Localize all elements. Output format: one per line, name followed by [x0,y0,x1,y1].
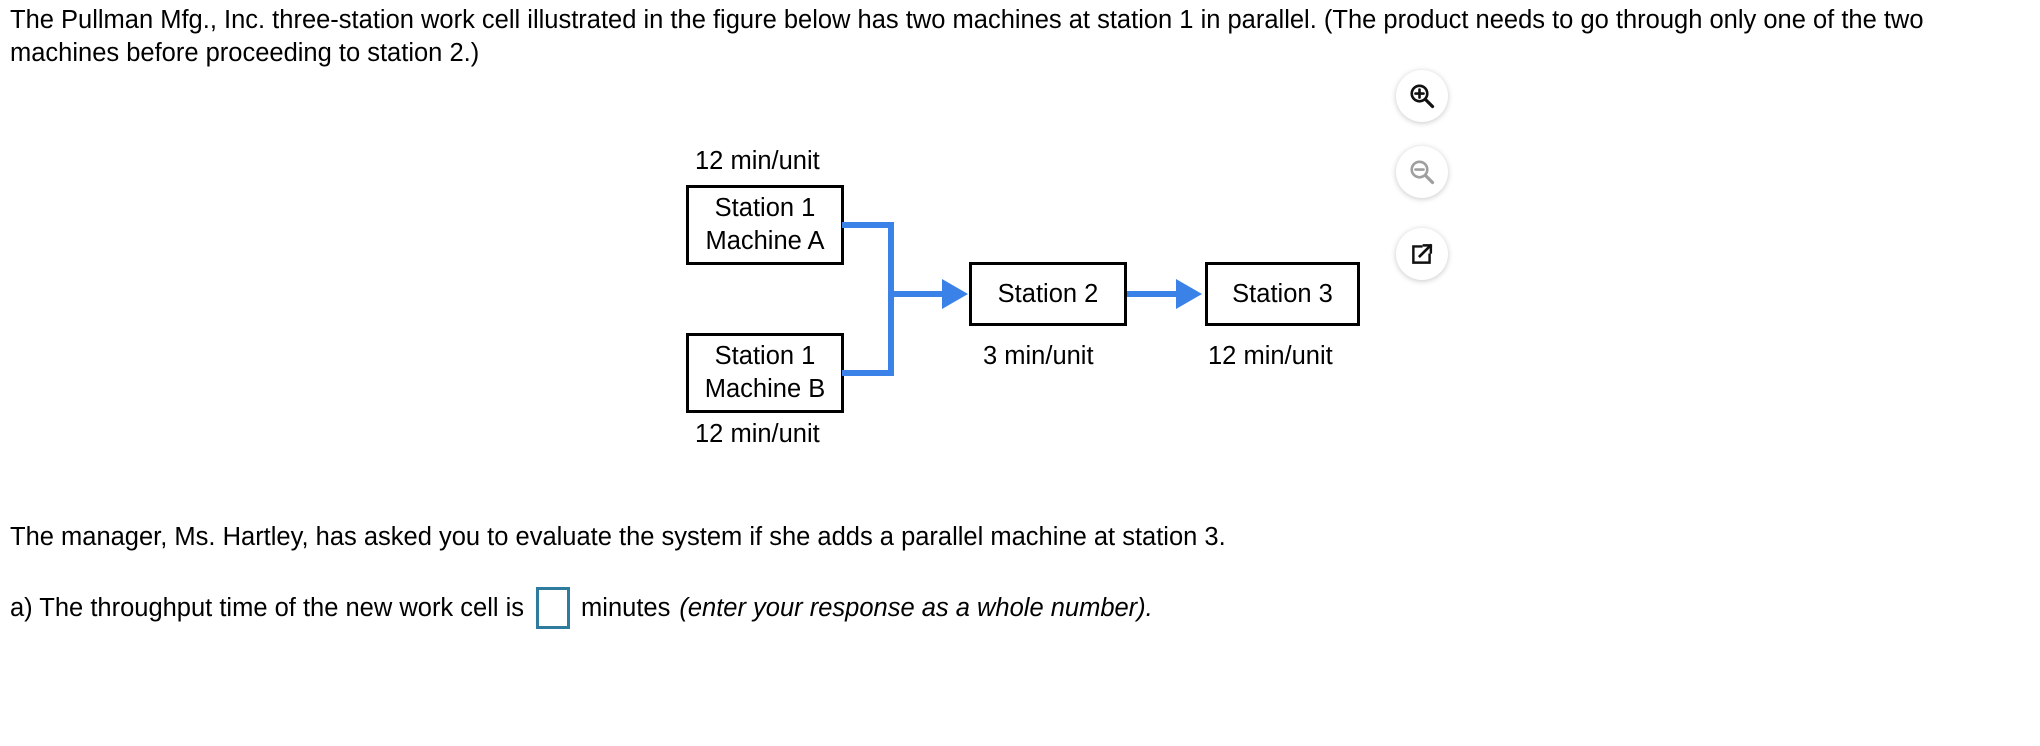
connector-machine-a-stub [842,222,894,228]
machine-a-time-label: 12 min/unit [695,147,820,175]
throughput-time-input[interactable] [536,587,571,629]
node-station-3: Station 3 [1205,262,1360,326]
node-station1-machine-a: Station 1 Machine A [686,185,844,265]
external-link-icon [1408,240,1436,268]
node-line-1: Station 2 [997,279,1099,308]
answer-instruction-label: (enter your response as a whole number). [679,593,1153,622]
node-station-2: Station 2 [969,262,1127,326]
question-intro-text: The Pullman Mfg., Inc. three-station wor… [10,6,1924,67]
answer-unit-label: minutes [581,593,671,622]
node-line-1: Station 1 [714,194,816,222]
manager-note-text: The manager, Ms. Hartley, has asked you … [10,523,1226,551]
node-line-2: Machine A [705,227,825,255]
node-line-2: Machine B [704,375,826,403]
node-line-1: Station 1 [714,342,816,370]
connector-to-station-2 [888,291,944,297]
answer-line-a: a) The throughput time of the new work c… [10,587,1153,629]
connector-parallel-bus [888,222,894,376]
arrowhead-to-station-3 [1176,279,1202,309]
station-2-time-label: 3 min/unit [983,342,1094,370]
zoom-out-button[interactable] [1396,146,1448,198]
connector-machine-b-stub [842,370,894,376]
arrowhead-to-station-2 [942,279,968,309]
node-station1-machine-b: Station 1 Machine B [686,333,844,413]
answer-prefix-label: a) The throughput time of the new work c… [10,593,525,622]
connector-to-station-3 [1127,291,1177,297]
zoom-in-button[interactable] [1396,70,1448,122]
zoom-in-icon [1407,81,1437,111]
station-3-time-label: 12 min/unit [1208,342,1333,370]
machine-b-time-label: 12 min/unit [695,420,820,448]
zoom-out-icon [1407,157,1437,187]
open-in-new-window-button[interactable] [1396,228,1448,280]
node-line-1: Station 3 [1232,279,1333,308]
